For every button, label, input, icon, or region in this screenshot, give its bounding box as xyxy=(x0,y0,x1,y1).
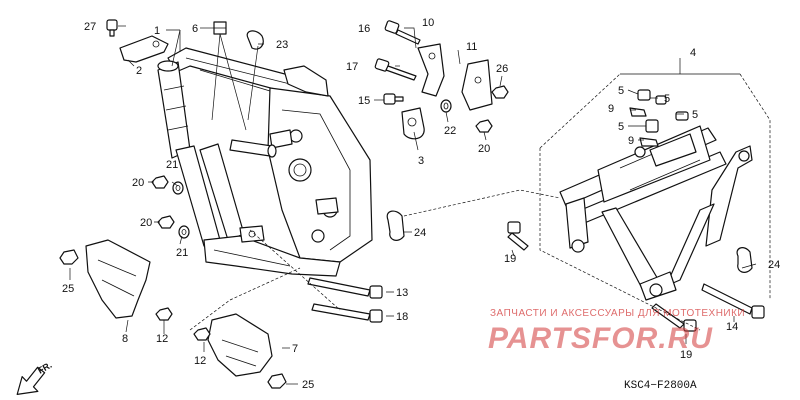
front-arrow-icon xyxy=(16,366,46,395)
bolt-9-b xyxy=(639,137,659,147)
washer-21-a xyxy=(172,181,184,195)
callout-20-b: 20 xyxy=(140,217,152,229)
band-23 xyxy=(246,30,264,50)
callout-27: 27 xyxy=(84,21,96,33)
callout-5-d: 5 xyxy=(618,121,624,133)
callout-19-b: 19 xyxy=(680,349,692,361)
callout-11: 11 xyxy=(466,41,477,53)
watermark: ЗАПЧАСТИ И АКСЕССУАРЫ ДЛЯ МОТОТЕХНИКИ PA… xyxy=(488,308,745,355)
callout-20-a: 20 xyxy=(132,177,144,189)
clip-5-c xyxy=(675,111,689,121)
watermark-caption: ЗАПЧАСТИ И АКСЕССУАРЫ ДЛЯ МОТОТЕХНИКИ xyxy=(490,308,745,319)
callout-24-b: 24 xyxy=(768,259,780,271)
nut-12-a xyxy=(155,307,173,321)
stay-10 xyxy=(417,43,445,97)
callout-12-a: 12 xyxy=(156,333,168,345)
bolt-15 xyxy=(383,93,404,105)
watermark-logo: PARTSFOR.RU xyxy=(488,322,713,355)
callout-9-b: 9 xyxy=(628,135,634,147)
callout-21-a: 21 xyxy=(166,159,178,171)
callout-9-a: 9 xyxy=(608,103,614,115)
stay-11 xyxy=(461,59,493,111)
nut-20-a xyxy=(151,175,169,189)
bolt-27 xyxy=(106,19,118,37)
main-frame xyxy=(157,47,373,277)
callout-8: 8 xyxy=(122,333,128,345)
callout-18: 18 xyxy=(396,311,408,323)
bolt-19-a xyxy=(507,221,529,251)
callout-7: 7 xyxy=(292,343,298,355)
callout-16: 16 xyxy=(358,23,370,35)
clip-5-a xyxy=(637,89,651,101)
leader-lines xyxy=(69,25,771,385)
callout-labels: 27 2 1 6 23 16 10 11 17 26 15 22 3 20 4 … xyxy=(62,17,780,391)
washer-21-b xyxy=(178,225,190,239)
callout-13: 13 xyxy=(396,287,408,299)
callout-5-c: 5 xyxy=(692,109,698,121)
nut-20-top xyxy=(475,119,493,133)
callout-6: 6 xyxy=(192,23,198,35)
guard-7 xyxy=(207,313,273,377)
callout-10: 10 xyxy=(422,17,434,29)
bolt-17 xyxy=(374,58,417,81)
callout-2: 2 xyxy=(136,65,142,77)
sub-frame xyxy=(559,125,753,301)
callout-17: 17 xyxy=(346,61,358,73)
bolt-18 xyxy=(311,303,383,323)
nut-26 xyxy=(491,85,509,99)
callout-15: 15 xyxy=(358,95,370,107)
band-24-a xyxy=(386,210,405,241)
callout-5-a: 5 xyxy=(618,85,624,97)
bolt-13 xyxy=(307,277,383,299)
callout-19-a: 19 xyxy=(504,253,516,265)
callout-22: 22 xyxy=(444,125,456,137)
callout-14: 14 xyxy=(726,321,738,333)
front-direction-marker: FR. xyxy=(16,360,54,395)
nut-12-b xyxy=(193,327,211,341)
callout-20-top: 20 xyxy=(478,143,490,155)
front-label: FR. xyxy=(36,360,54,376)
clip-5-b xyxy=(655,95,667,105)
clip-5-d xyxy=(645,119,659,133)
bolt-16 xyxy=(384,20,421,45)
callout-23: 23 xyxy=(276,39,288,51)
callout-4: 4 xyxy=(690,47,696,59)
clamp-3 xyxy=(401,107,425,140)
bolt-9-a xyxy=(629,107,647,117)
bolt-14 xyxy=(701,283,765,319)
diagram-code: KSC4−F2800A xyxy=(624,380,697,392)
nut-20-b xyxy=(157,215,175,229)
callout-25-b: 25 xyxy=(302,379,314,391)
callout-24-a: 24 xyxy=(414,227,426,239)
callout-21-b: 21 xyxy=(176,247,188,259)
callout-3: 3 xyxy=(418,155,424,167)
collar-22 xyxy=(440,99,452,113)
callout-5-b: 5 xyxy=(664,93,670,105)
bolt-25-b xyxy=(267,373,287,389)
callout-1: 1 xyxy=(154,25,160,37)
bolt-25-a xyxy=(59,249,79,265)
cap-6 xyxy=(213,21,227,35)
band-24-b xyxy=(736,247,753,273)
guard-8 xyxy=(85,239,151,319)
callout-25-a: 25 xyxy=(62,283,74,295)
callout-12-b: 12 xyxy=(194,355,206,367)
callout-26: 26 xyxy=(496,63,508,75)
bracket-2 xyxy=(119,35,169,63)
